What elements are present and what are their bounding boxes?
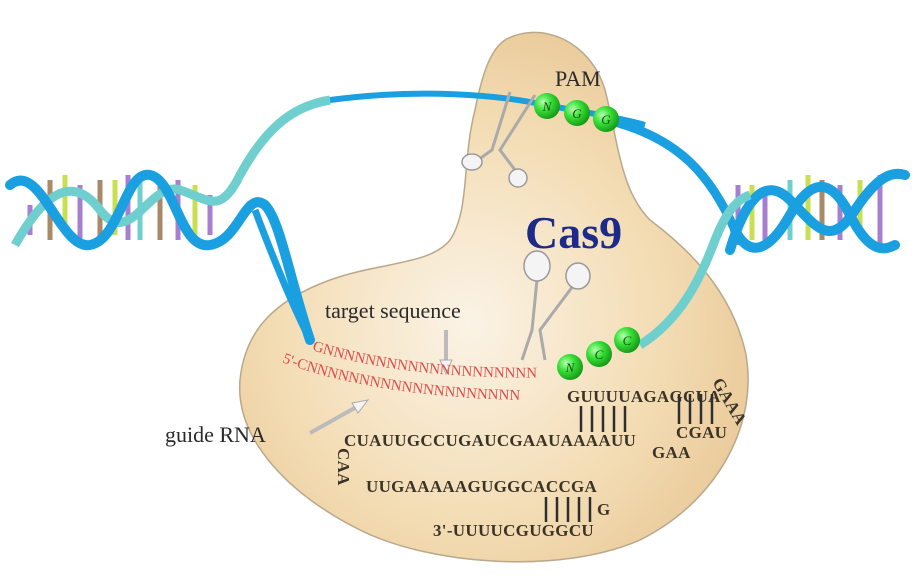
scissors-icon-middle [520, 250, 591, 361]
guide-arrow-icon [309, 399, 370, 435]
pam-bead-1-label: N [542, 99, 553, 114]
scissors-icon-top [461, 91, 537, 188]
scaffold-stem-right: CGAU [676, 423, 727, 442]
scaffold-line-3: UUGAAAAAGUGGCACCGA [366, 477, 598, 496]
scaffold-line-1: GUUUUAGAGCUA [567, 387, 721, 406]
target-arrow-icon [439, 330, 453, 376]
scaffold-line-2: CUAUUGCCUGAUCGAAUAAAAUU [344, 431, 636, 450]
pam-beads: N G G [534, 93, 619, 132]
scaffold-line-4: 3'-UUUUCGUGGCU [433, 521, 594, 540]
complement-bead-1 [557, 354, 583, 380]
pam-bead-2 [564, 100, 590, 126]
complement-beads: N C C [557, 327, 640, 380]
dna-helix-right [725, 168, 910, 255]
cas9-label: Cas9 [525, 207, 622, 258]
pam-label: PAM [555, 66, 601, 91]
cas9-protein-shape [239, 31, 749, 563]
scaffold-loop-3: CAA [334, 448, 353, 486]
pam-bead-3 [593, 106, 619, 132]
pam-bead-3-label: G [601, 112, 611, 127]
complement-bead-3-label: C [623, 333, 632, 348]
dna-helix-left [5, 95, 331, 345]
complement-bead-2-label: C [595, 347, 604, 362]
complement-bead-2 [586, 341, 612, 367]
stem-bars-2 [677, 394, 714, 424]
scaffold-loop-2: GAA [652, 443, 691, 462]
pam-bead-2-label: G [572, 106, 582, 121]
stem-bars-3 [544, 497, 592, 522]
complement-bead-1-label: N [565, 360, 576, 375]
stem-bars-1 [579, 406, 627, 432]
guide-rna-label: guide RNA [165, 422, 266, 447]
dna-left-lower-strand [251, 208, 314, 342]
pam-bead-1 [534, 93, 560, 119]
dna-lower-strand [637, 190, 752, 349]
complement-bead-3 [614, 327, 640, 353]
scaffold-hairpin-g: G [597, 500, 611, 519]
target-sequence-label: target sequence [325, 298, 461, 323]
